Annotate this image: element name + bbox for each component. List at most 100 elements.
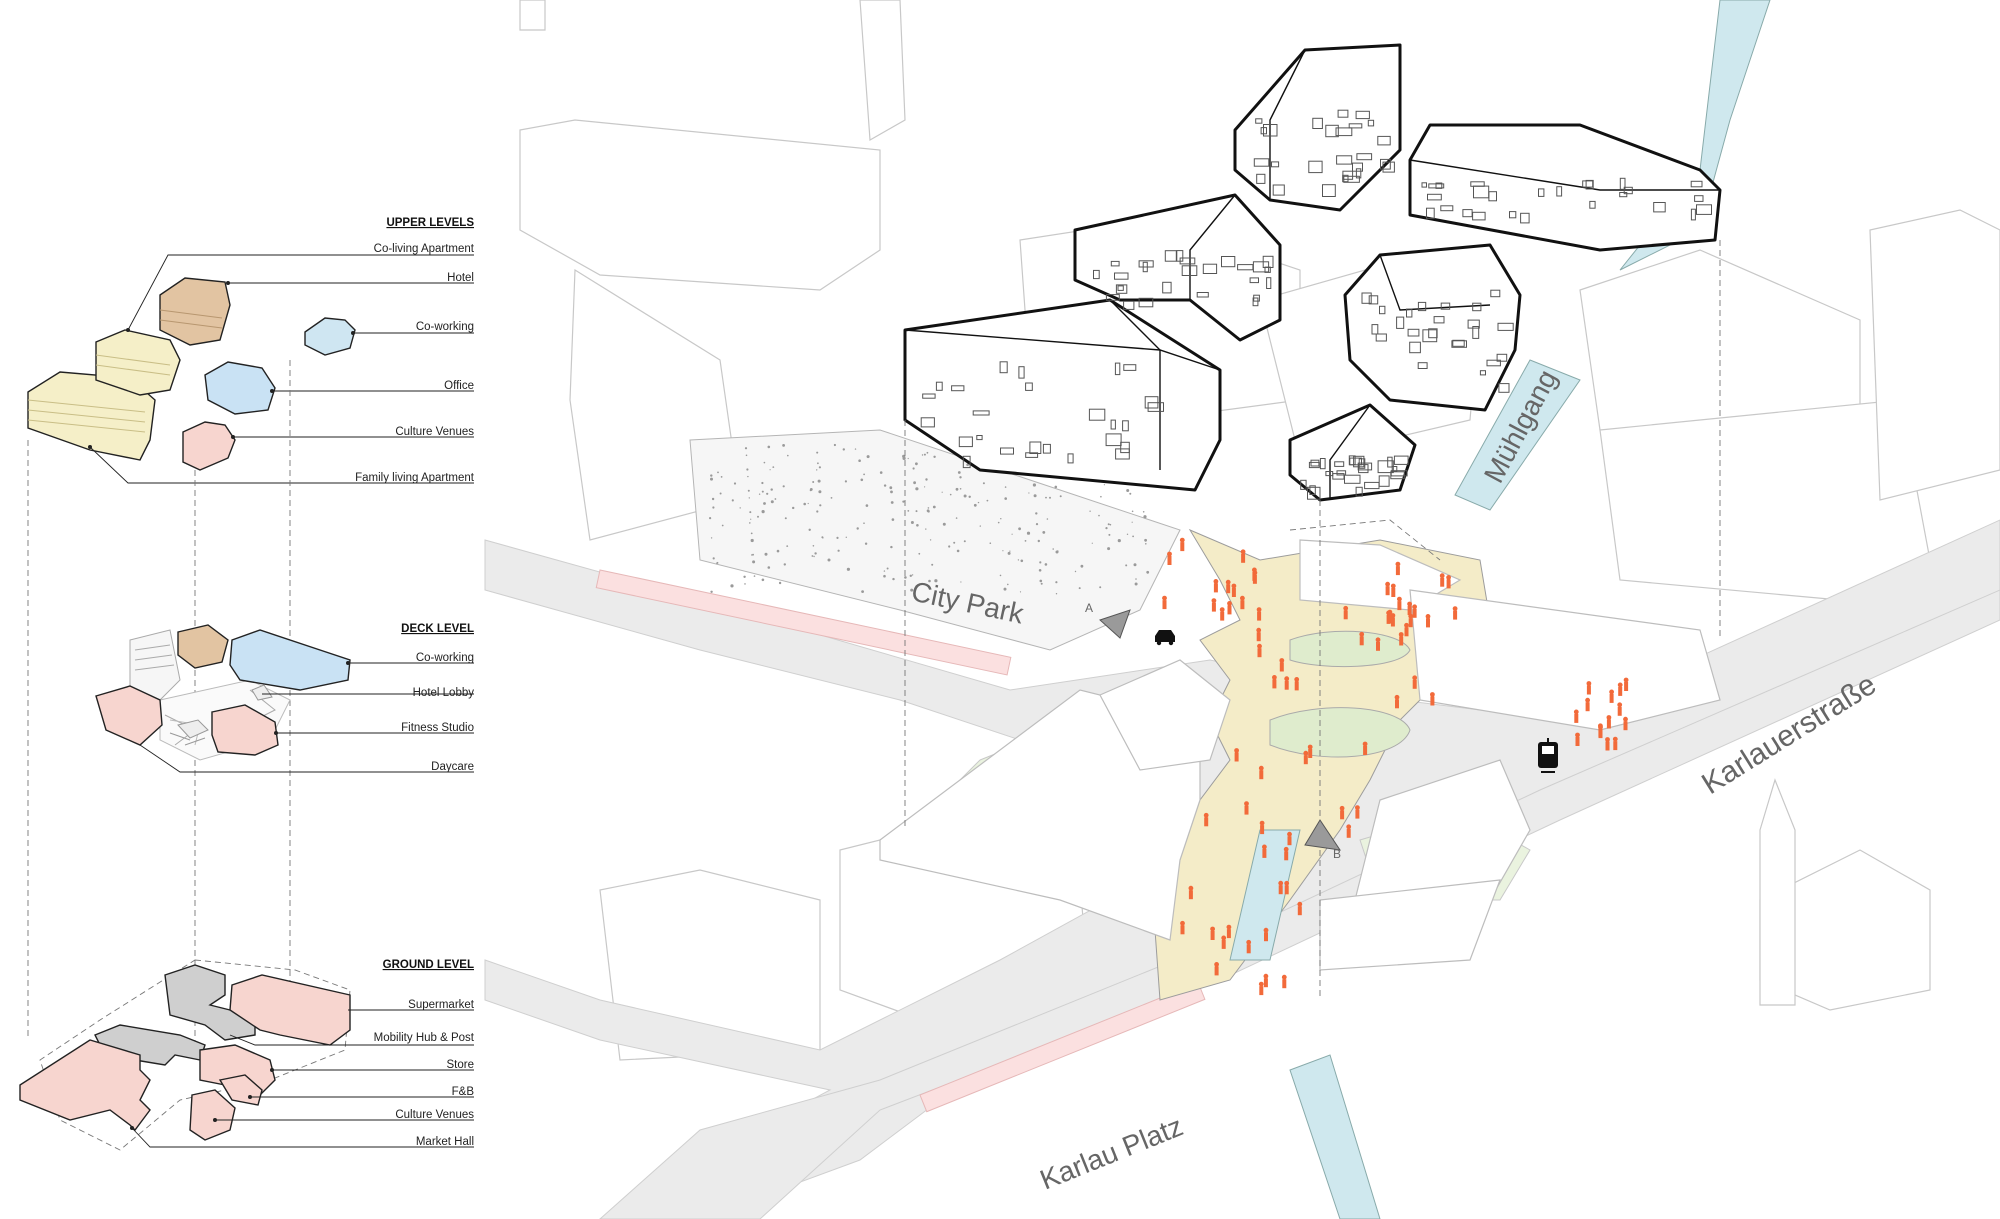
legend-upper-item-culture: Culture Venues — [395, 426, 474, 438]
window — [1088, 408, 1106, 421]
person — [1390, 613, 1396, 627]
park-dot — [749, 522, 751, 524]
park-dot — [957, 471, 961, 474]
person — [1231, 583, 1237, 597]
park-dot — [959, 476, 962, 479]
window — [1396, 316, 1405, 329]
park-dot — [827, 558, 831, 562]
window — [1391, 466, 1398, 472]
tower-2 — [1073, 193, 1282, 342]
window — [1556, 186, 1563, 197]
park-dot — [750, 532, 753, 535]
person — [1297, 901, 1303, 916]
person — [1343, 605, 1349, 620]
park-dot — [816, 451, 819, 454]
person — [1575, 732, 1580, 746]
park-dot — [1146, 570, 1150, 574]
park-dot — [770, 488, 773, 491]
person — [1252, 567, 1257, 581]
window — [1378, 475, 1390, 487]
window — [935, 381, 943, 391]
window — [1336, 155, 1353, 165]
person — [1617, 702, 1623, 716]
person — [1219, 607, 1225, 621]
park-dot — [772, 466, 775, 468]
person — [1203, 812, 1209, 827]
person — [1262, 844, 1267, 858]
window — [1221, 256, 1236, 268]
park-dot — [968, 495, 971, 498]
shape-ground-market-hall — [19, 1039, 151, 1132]
window — [1312, 117, 1323, 130]
park-dot — [757, 515, 759, 518]
window — [1342, 174, 1349, 183]
window — [1619, 192, 1628, 198]
park-dot — [892, 577, 895, 581]
person — [1214, 962, 1219, 976]
park-dot — [769, 469, 771, 471]
park-dot — [907, 510, 910, 512]
person — [1339, 805, 1345, 820]
legend-ground-item-store: Store — [447, 1059, 475, 1071]
park-dot — [929, 539, 932, 541]
person — [1284, 676, 1290, 690]
park-dot — [1109, 523, 1112, 526]
person — [1278, 880, 1284, 895]
park-dot — [960, 581, 962, 583]
park-dot — [863, 473, 865, 476]
window — [1263, 124, 1278, 137]
legend-ground-item-supermarket: Supermarket — [408, 999, 475, 1011]
park-dot — [812, 545, 815, 547]
park-dot — [782, 444, 785, 447]
legend-deck-level: DECK LEVEL Co-working Hotel Lobby Fitnes… — [95, 623, 474, 773]
park-dot — [747, 489, 750, 492]
window — [1407, 328, 1420, 337]
park-texture — [709, 443, 1150, 595]
person — [1430, 692, 1435, 706]
park-dot — [1045, 496, 1047, 499]
legend-ground-level: GROUND LEVEL Supermarket Mobility Hub & … — [19, 959, 475, 1151]
legend-deck-heading: DECK LEVEL — [401, 623, 474, 635]
park-dot — [818, 490, 822, 494]
park-dot — [817, 462, 819, 465]
person — [1617, 682, 1623, 696]
person — [1586, 681, 1592, 695]
window — [920, 417, 935, 428]
tower-1-large — [903, 298, 1222, 492]
park-dot — [816, 469, 818, 471]
window — [1308, 160, 1323, 174]
window — [1472, 302, 1482, 312]
window — [1266, 277, 1272, 290]
park-dot — [1145, 543, 1147, 545]
person — [1623, 677, 1629, 691]
park-dot — [1126, 533, 1129, 535]
person — [1263, 973, 1269, 988]
park-dot — [830, 497, 833, 499]
window — [1344, 474, 1361, 484]
person — [1221, 935, 1227, 949]
park-dot — [926, 451, 929, 454]
person — [1257, 643, 1262, 658]
person — [1362, 741, 1368, 755]
person — [1259, 820, 1265, 835]
window — [999, 361, 1008, 374]
park-dot — [902, 454, 906, 458]
park-dot — [816, 510, 819, 513]
park-dot — [717, 471, 719, 474]
park-dot — [956, 549, 960, 553]
window — [1249, 277, 1259, 284]
window — [1623, 186, 1633, 195]
person — [1412, 675, 1418, 689]
park-dot — [1059, 495, 1062, 498]
window — [1110, 419, 1116, 430]
window — [1696, 204, 1712, 215]
park-dot — [890, 545, 893, 549]
park-dot — [1046, 518, 1049, 520]
park-dot — [1074, 570, 1077, 573]
park-dot — [1103, 484, 1105, 486]
park-dot — [986, 499, 989, 502]
park-dot — [1055, 581, 1058, 584]
park-dot — [1078, 587, 1081, 590]
shape-deck-hotel-lobby — [177, 624, 229, 669]
window — [1375, 333, 1387, 342]
